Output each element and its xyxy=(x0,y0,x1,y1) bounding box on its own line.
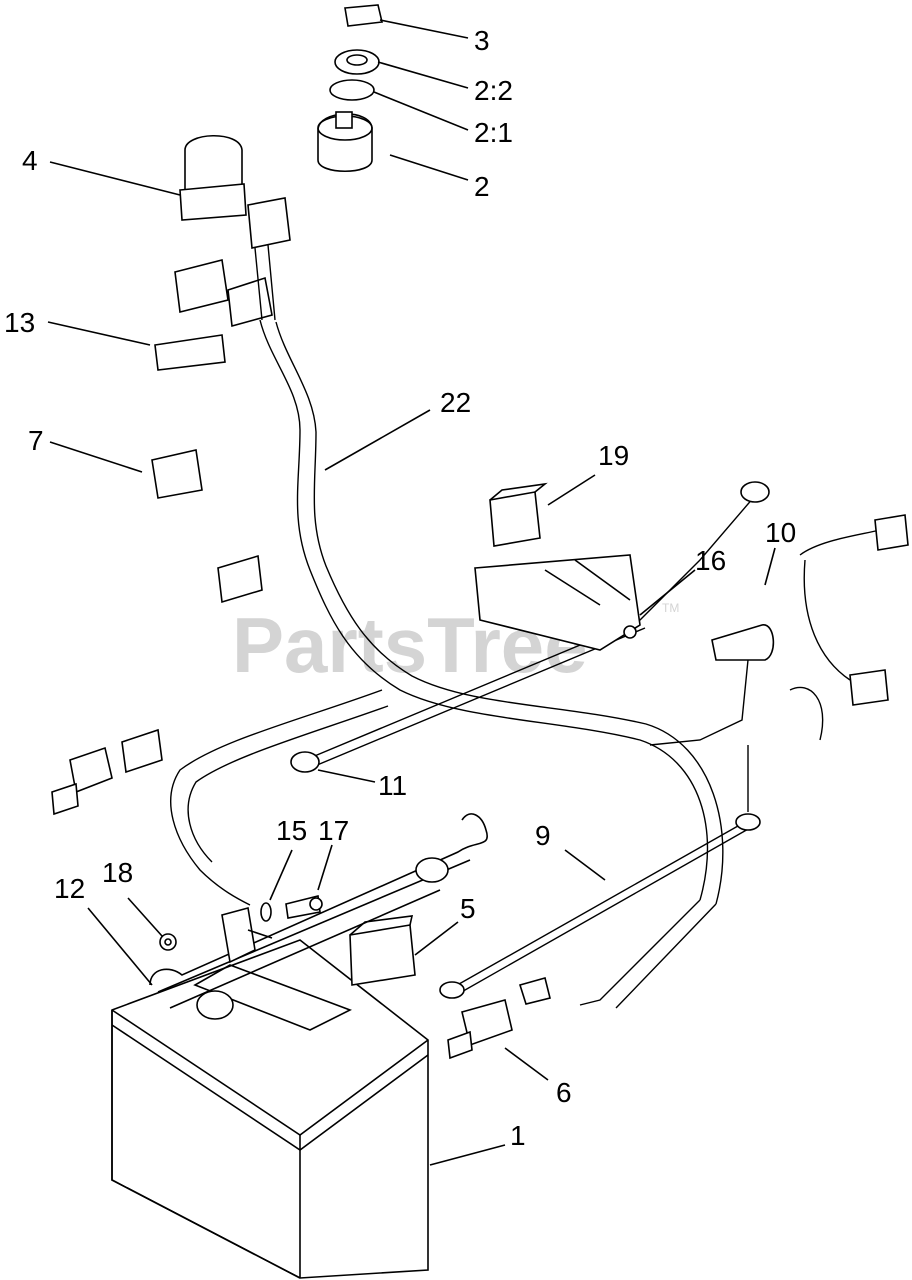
callout-16: 16 xyxy=(695,545,726,576)
callout-9: 9 xyxy=(535,820,551,851)
ground-cable xyxy=(439,745,761,999)
part-2 xyxy=(317,111,373,173)
callout-10: 10 xyxy=(765,517,796,548)
callout-4: 4 xyxy=(22,145,38,176)
battery xyxy=(111,939,429,1279)
callout-7: 7 xyxy=(28,425,44,456)
callout-5: 5 xyxy=(460,893,476,924)
main-harness-cable xyxy=(170,319,724,1009)
part-13 xyxy=(154,334,226,371)
part-10 xyxy=(649,514,909,746)
callout-13: 13 xyxy=(4,307,35,338)
callout-2-2: 2:2 xyxy=(474,75,513,106)
hold-down-rod xyxy=(149,813,489,1020)
callout-12: 12 xyxy=(54,873,85,904)
callout-15: 15 xyxy=(276,815,307,846)
callout-3: 3 xyxy=(474,25,490,56)
watermark-trademark: TM xyxy=(662,601,679,615)
part-3 xyxy=(344,4,383,27)
callout-22: 22 xyxy=(440,387,471,418)
leader-lines xyxy=(47,19,776,1166)
callout-17: 17 xyxy=(318,815,349,846)
callout-6: 6 xyxy=(556,1077,572,1108)
harness-top-connectors xyxy=(174,197,291,328)
part-2-2 xyxy=(334,49,380,75)
part-7 xyxy=(151,449,203,499)
callout-labels: 3 2:2 2:1 2 4 13 22 7 19 10 16 11 9 15 1… xyxy=(4,25,796,1151)
part-4 xyxy=(179,134,247,221)
part-2-1 xyxy=(329,79,375,101)
callout-11: 11 xyxy=(378,770,407,801)
terminal-hardware xyxy=(159,895,323,964)
fuse-block xyxy=(474,554,641,651)
callout-2: 2 xyxy=(474,171,490,202)
relay-5 xyxy=(349,915,416,986)
callout-18: 18 xyxy=(102,857,133,888)
left-connectors xyxy=(51,554,263,816)
callout-2-1: 2:1 xyxy=(474,117,513,148)
connector-6 xyxy=(447,977,551,1060)
callout-19: 19 xyxy=(598,440,629,471)
callout-1: 1 xyxy=(510,1120,526,1151)
part-19 xyxy=(489,482,548,547)
